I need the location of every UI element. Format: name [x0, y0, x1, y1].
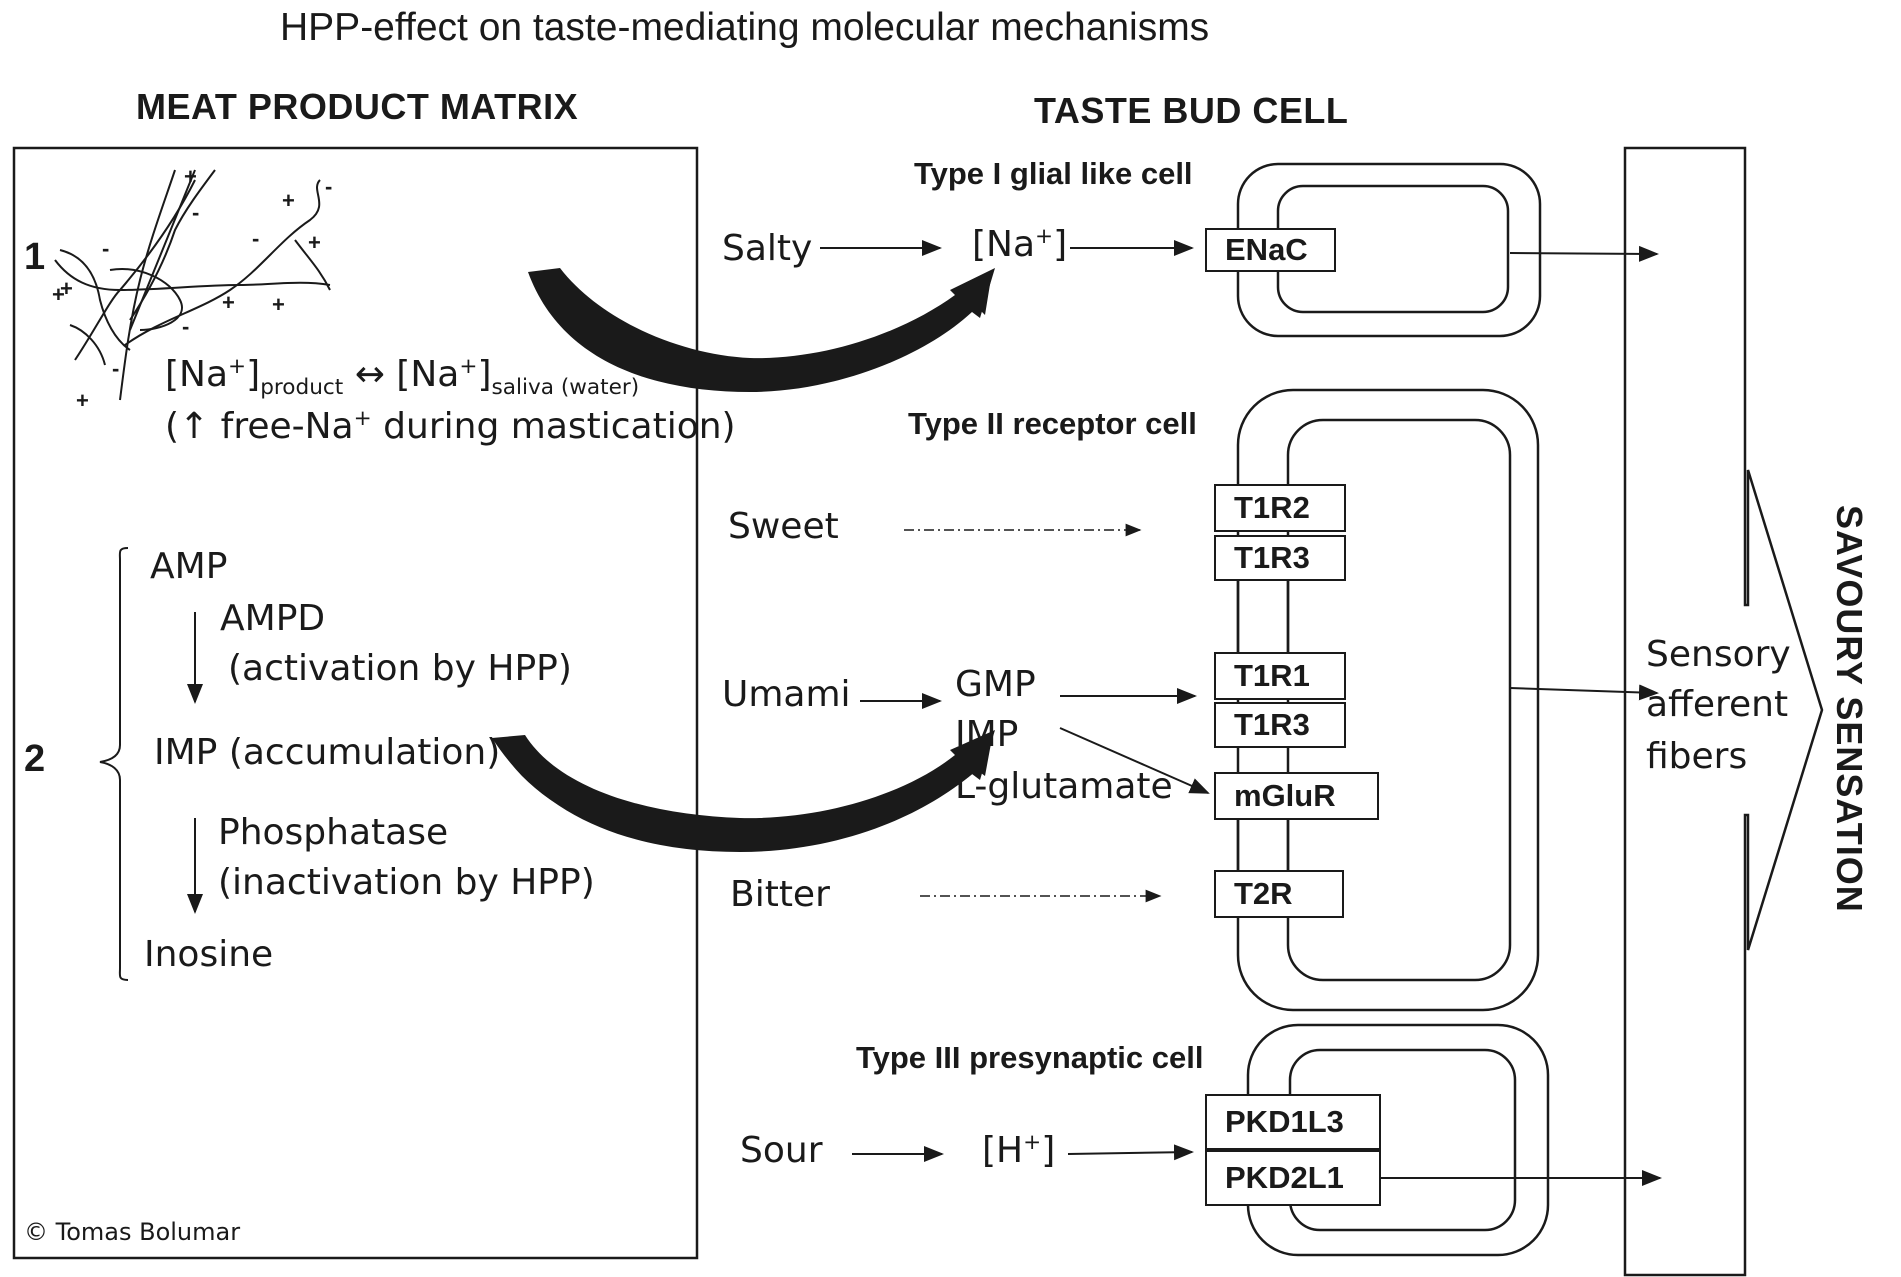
sodium-equilibrium: [Na+]product ↔ [Na+]saliva (water): [165, 354, 640, 401]
charge-sign: -: [182, 314, 190, 339]
curved-arrow-sodium-fill: [528, 268, 995, 392]
receptor-mglur: mGluR: [1214, 772, 1379, 820]
curved-arrow-imp-fill: [492, 730, 995, 852]
receptor-t1r3-sweet: T1R3: [1214, 535, 1346, 581]
gmp-label: GMP: [955, 664, 1036, 705]
sour-label: Sour: [740, 1130, 823, 1171]
sensory-fiber-arrow: [1623, 146, 1824, 1277]
ampd-label: AMPD: [220, 598, 326, 639]
marker-2: 2: [24, 738, 46, 780]
inosine-label: Inosine: [144, 934, 274, 975]
sodium-ion-label: [Na+]: [972, 224, 1068, 265]
receptor-pkd2l1: PKD2L1: [1205, 1150, 1381, 1206]
receptor-t2r: T2R: [1214, 870, 1344, 918]
imp-accumulation-label: IMP (accumulation): [154, 732, 501, 773]
receptor-enac: ENaC: [1205, 228, 1336, 272]
free-sodium-note: (↑ free-Na+ during mastication): [165, 406, 736, 447]
charge-sign: +: [52, 282, 65, 307]
glutamate-label: L-glutamate: [955, 766, 1173, 807]
umami-label: Umami: [722, 674, 851, 715]
salty-label: Salty: [722, 228, 813, 269]
protein-network-drawing: [54, 169, 331, 401]
proton-label: [H+]: [982, 1130, 1056, 1171]
bracket-brace: [99, 547, 129, 981]
ampd-note: (activation by HPP): [228, 648, 572, 689]
charge-sign: +: [222, 290, 235, 315]
meat-matrix-heading: MEAT PRODUCT MATRIX: [136, 86, 579, 127]
phosphatase-note: (inactivation by HPP): [218, 862, 595, 903]
charge-sign: +: [272, 292, 285, 317]
marker-1: 1: [24, 236, 46, 278]
type1-label: Type I glial like cell: [914, 156, 1193, 191]
charge-sign: -: [102, 236, 110, 261]
imp-label: IMP: [955, 714, 1019, 755]
signal-arrows: [820, 240, 1662, 1186]
amp-label: AMP: [150, 546, 228, 587]
receptor-pkd1l3: PKD1L3: [1205, 1094, 1381, 1150]
sweet-label: Sweet: [728, 506, 839, 547]
charge-sign: +: [76, 388, 89, 413]
sensory-label-3: fibers: [1646, 736, 1748, 777]
taste-bud-heading: TASTE BUD CELL: [1034, 90, 1349, 131]
charge-sign: +: [282, 188, 295, 213]
bitter-label: Bitter: [730, 874, 830, 915]
figure-title: HPP-effect on taste-mediating molecular …: [280, 6, 1210, 49]
phosphatase-label: Phosphatase: [218, 812, 449, 853]
type2-cell-inner: [1286, 418, 1512, 982]
receptor-t1r1: T1R1: [1214, 652, 1346, 700]
copyright-text: © Tomas Bolumar: [24, 1218, 241, 1246]
sensory-label-1: Sensory: [1646, 634, 1791, 675]
type3-label: Type III presynaptic cell: [856, 1040, 1204, 1075]
receptor-t1r3-umami: T1R3: [1214, 702, 1346, 748]
charge-sign: -: [325, 174, 333, 199]
dashed-arrows: [904, 523, 1162, 903]
type2-receptor-stems: [1236, 578, 1290, 870]
type2-label: Type II receptor cell: [908, 406, 1197, 441]
charge-sign: +: [308, 230, 321, 255]
type2-cell-outer: [1236, 388, 1540, 1012]
receptor-t1r2: T1R2: [1214, 484, 1346, 532]
charge-sign: -: [192, 200, 200, 225]
meat-matrix-box: [12, 146, 699, 1260]
savoury-sensation-label: SAVOURY SENSATION: [1829, 505, 1870, 913]
charge-sign: +: [184, 164, 197, 189]
charge-sign: +: [60, 276, 73, 301]
sensory-label-2: afferent: [1646, 684, 1789, 725]
charge-sign: -: [112, 356, 120, 381]
charge-sign: -: [252, 226, 260, 251]
